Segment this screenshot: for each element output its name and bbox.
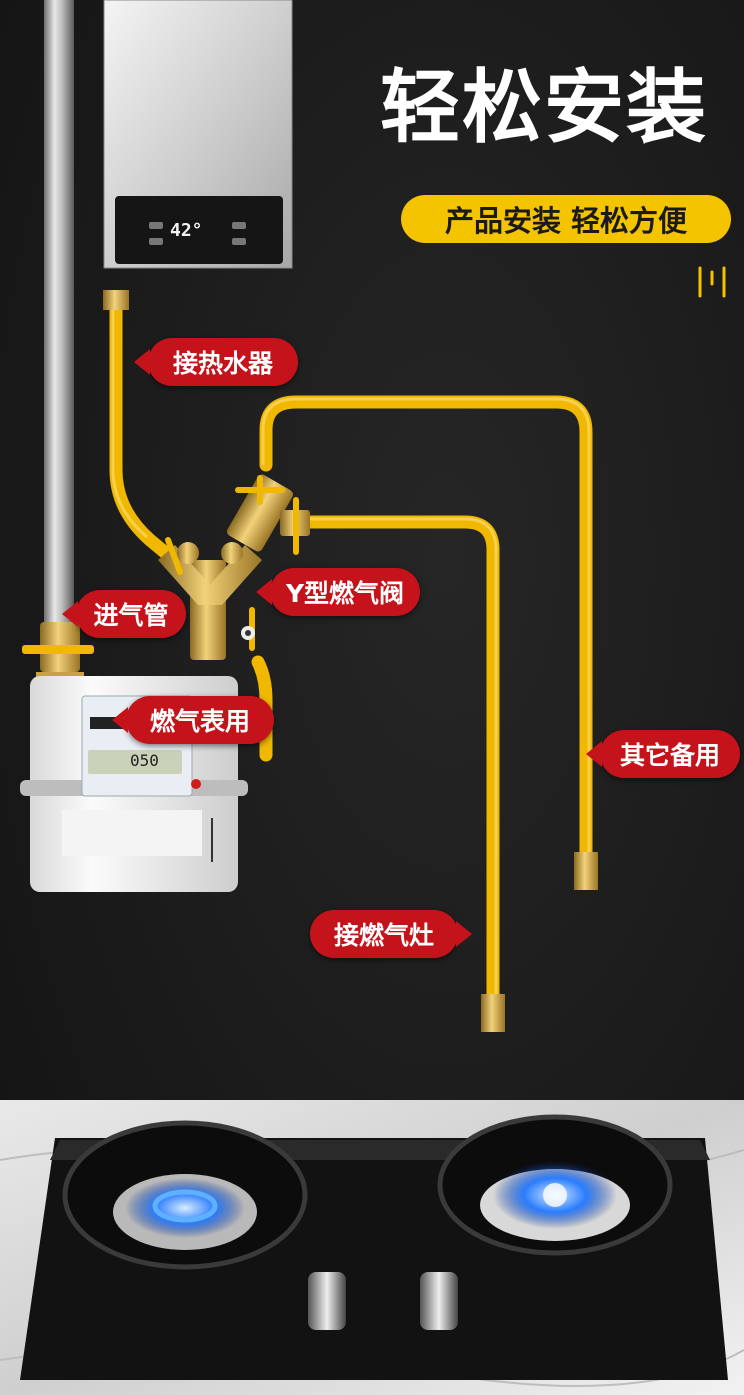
- label-spare: 其它备用: [586, 730, 740, 778]
- label-meter-text: 燃气表用: [149, 707, 250, 736]
- label-stove-text: 接燃气灶: [333, 921, 434, 950]
- label-y-valve: Y型燃气阀: [256, 568, 420, 616]
- heater-button-icon: [149, 222, 163, 229]
- label-heater: 接热水器: [134, 338, 298, 386]
- heater-control-panel: [115, 196, 283, 264]
- label-inlet: 进气管: [62, 590, 186, 638]
- y-valve: [158, 474, 310, 660]
- stove-knobs: [308, 1272, 458, 1330]
- hose-to-stove: [298, 515, 500, 1007]
- hose-spare: [259, 395, 593, 867]
- right-knob-icon: [420, 1272, 458, 1330]
- meter-lcd-screen: [88, 750, 182, 774]
- gas-hoses: [109, 298, 593, 1007]
- heater-temperature-display: 42°: [170, 220, 203, 241]
- flame-icon: [125, 1178, 245, 1238]
- left-knob-icon: [308, 1272, 346, 1330]
- left-burner: [62, 1120, 308, 1270]
- subtitle-badge: 产品安装 轻松方便: [401, 195, 731, 243]
- label-inlet-text: 进气管: [93, 601, 169, 630]
- right-burner: [437, 1114, 673, 1256]
- heater-button-icon: [232, 222, 246, 229]
- label-meter: 燃气表用: [112, 696, 274, 744]
- label-heater-text: 接热水器: [172, 349, 273, 378]
- inlet-pipe: [44, 0, 74, 640]
- meter-indicator-icon: [191, 779, 201, 789]
- hose-to-meter: [251, 655, 273, 762]
- spare-fitting: [574, 852, 598, 890]
- subtitle-text: 产品安装 轻松方便: [444, 204, 688, 238]
- heater-fitting: [103, 290, 129, 310]
- decor-mark-icon: [698, 266, 726, 298]
- gas-stove: [0, 1100, 744, 1395]
- label-stove: 接燃气灶: [310, 910, 472, 958]
- label-y-valve-text: Y型燃气阀: [285, 579, 405, 608]
- page-title: 轻松安装: [380, 61, 708, 154]
- meter-reading: 050: [130, 751, 159, 770]
- water-heater: [103, 0, 293, 269]
- stove-fitting: [481, 994, 505, 1032]
- heater-button-icon: [232, 238, 246, 245]
- hose-fittings: [103, 290, 598, 1032]
- hose-to-heater: [109, 298, 187, 572]
- label-spare-text: 其它备用: [619, 741, 720, 770]
- heater-button-icon: [149, 238, 163, 245]
